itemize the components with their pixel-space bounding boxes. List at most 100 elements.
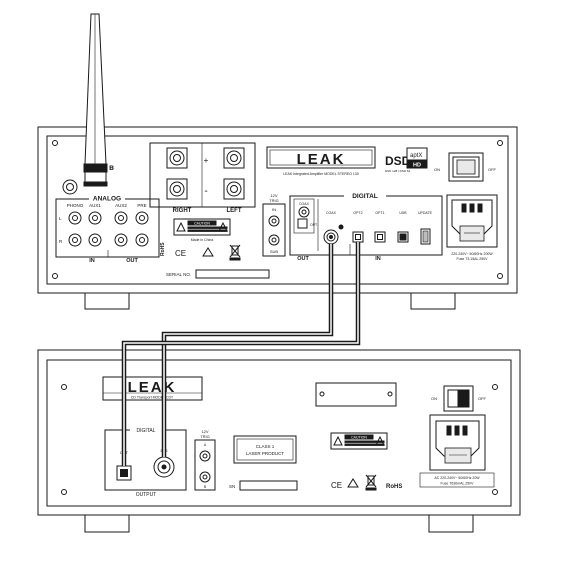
amp-trig-in-label: IN <box>272 207 276 212</box>
cdt-brand-logo: LEAK <box>128 379 177 396</box>
analog-in-label: IN <box>89 258 95 264</box>
cdt-rohs-label: RoHS <box>386 484 402 490</box>
phono-label: PHONO <box>67 203 84 208</box>
amp-coax-in-label: COAX <box>326 211 337 215</box>
cdt-switch-off-label: OFF <box>478 396 487 401</box>
speaker-right-label: RIGHT <box>173 208 192 214</box>
amp-back-panel <box>46 135 509 285</box>
made-in-label: Made in China <box>191 238 214 242</box>
cdt-caution-label: CAUTION <box>330 432 388 450</box>
amplifier-unit: ʙ ANALOG PHONO AUX1 AUX2 PRE L R IN OUT … <box>37 13 518 310</box>
cdt-trig-a-label: A <box>204 443 207 447</box>
cdt-power-inlet <box>429 414 486 471</box>
amp-opt2-label: OPT2 <box>353 211 362 215</box>
aux1-label: AUX1 <box>89 203 101 208</box>
caution-label: CAUTION <box>173 218 231 236</box>
amp-digital-out-group <box>293 198 315 234</box>
cdt-trig-b-label: B <box>204 485 207 489</box>
amp-coax-in-jack <box>323 229 339 245</box>
speaker-plus-label: + <box>204 156 209 165</box>
amp-opt-out-port <box>297 218 308 229</box>
svg-text:aptX: aptX <box>410 153 422 159</box>
cdt-12v-label: 12V <box>201 429 208 434</box>
amp-opt-out-label: OPT <box>310 223 318 227</box>
cdt-back-panel <box>46 359 512 507</box>
amp-switch-on-label: ON <box>434 167 440 172</box>
amp-usb-port <box>397 231 409 243</box>
amp-power-rating: 220-240V~ 50/60Hz 200W <box>451 252 493 256</box>
svg-text:CLASS 1: CLASS 1 <box>256 444 275 449</box>
svg-text:CAUTION: CAUTION <box>351 436 367 440</box>
cdt-output-label: OUTPUT <box>136 492 157 498</box>
amp-trigger-section <box>262 203 286 257</box>
aptx-badge: aptX HD <box>406 147 428 169</box>
amp-model-line: LEAK Integrated Amplifier MODEL STEREO 1… <box>283 172 359 176</box>
serial-box <box>195 269 270 279</box>
amp-trig-label: TRIG <box>269 198 279 203</box>
cdt-fuse-rating: Fuse T630mAL 250V <box>441 482 475 486</box>
analog-out-label: OUT <box>126 258 138 264</box>
cdt-trigger-section <box>194 439 216 491</box>
connection-cables <box>121 242 361 466</box>
cdt-blank-plate <box>315 382 397 407</box>
cdt-trigger-jacks <box>199 450 211 483</box>
amp-update-label: UPDATE <box>418 211 433 215</box>
amp-power-inlet <box>446 194 498 248</box>
cdt-coax-port <box>153 456 175 478</box>
amp-coax-out-jack <box>298 206 310 218</box>
pre-label: PRE <box>137 203 146 208</box>
cdt-power-rating: AC 220-240V~ 50/60Hz 20W <box>434 476 480 480</box>
serial-label: SERIAL NO. <box>166 272 191 277</box>
svg-text:HD: HD <box>413 163 421 169</box>
amp-opt1-label: OPT1 <box>375 211 384 215</box>
amp-foot-right <box>410 290 456 310</box>
amp-power-switch[interactable] <box>448 152 484 182</box>
sub-label: SUB <box>270 249 279 254</box>
analog-l-label: L <box>59 216 62 221</box>
amp-switch-off-label: OFF <box>488 167 497 172</box>
amp-foot-left <box>84 290 130 310</box>
amp-chassis <box>37 126 518 294</box>
dsd-sub-label: DSD 128 / DSD 64 <box>385 169 411 173</box>
amp-trigger-jacks <box>268 215 280 246</box>
weee-bin-icon <box>229 244 241 261</box>
analog-r-label: R <box>59 239 63 244</box>
cdt-weee-bin-icon <box>365 474 377 491</box>
svg-text:LASER PRODUCT: LASER PRODUCT <box>246 451 285 456</box>
cdt-digital-title: DIGITAL <box>136 428 155 434</box>
cdt-trig-label: TRIG <box>200 434 210 439</box>
amp-brand-logo: LEAK <box>297 151 346 168</box>
cdt-foot-left <box>84 512 130 533</box>
speaker-binding-posts <box>166 147 245 200</box>
amp-indicator-led <box>338 224 344 230</box>
cdt-sn-label: SN <box>229 484 235 489</box>
analog-rca-jacks <box>68 211 149 247</box>
cdt-ce-mark: CE <box>331 481 342 490</box>
cdt-model-line: CD Transport MODEL CDT <box>131 396 174 400</box>
amp-opt1-port <box>374 231 386 243</box>
dsd-logo: DSD <box>385 154 411 168</box>
amp-opt2-port <box>352 231 364 243</box>
amp-update-port <box>420 228 431 245</box>
ce-mark: CE <box>175 249 186 258</box>
laser-product-label: CLASS 1 LASER PRODUCT <box>233 435 297 464</box>
amp-usb-label: USB <box>399 211 407 215</box>
antenna-icon <box>83 13 108 187</box>
analog-title: ANALOG <box>93 196 121 203</box>
svg-text:CAUTION: CAUTION <box>194 222 210 226</box>
cdt-screws <box>61 384 498 495</box>
aux2-label: AUX2 <box>115 203 127 208</box>
ground-terminal <box>62 179 78 195</box>
speaker-minus-label: - <box>204 186 207 197</box>
amp-screws <box>52 140 503 279</box>
cdt-power-switch[interactable] <box>443 385 474 412</box>
cd-transport-unit: LEAK CD Transport MODEL CDT ON OFF DIGIT… <box>37 349 521 533</box>
cdt-power-rating-box <box>419 472 495 488</box>
amp-logo-plate: LEAK <box>266 146 376 169</box>
cdt-serial-box <box>239 480 298 491</box>
amp-digital-out-label: OUT <box>297 256 309 262</box>
speaker-left-label: LEFT <box>227 208 242 214</box>
cdt-switch-on-label: ON <box>431 396 437 401</box>
